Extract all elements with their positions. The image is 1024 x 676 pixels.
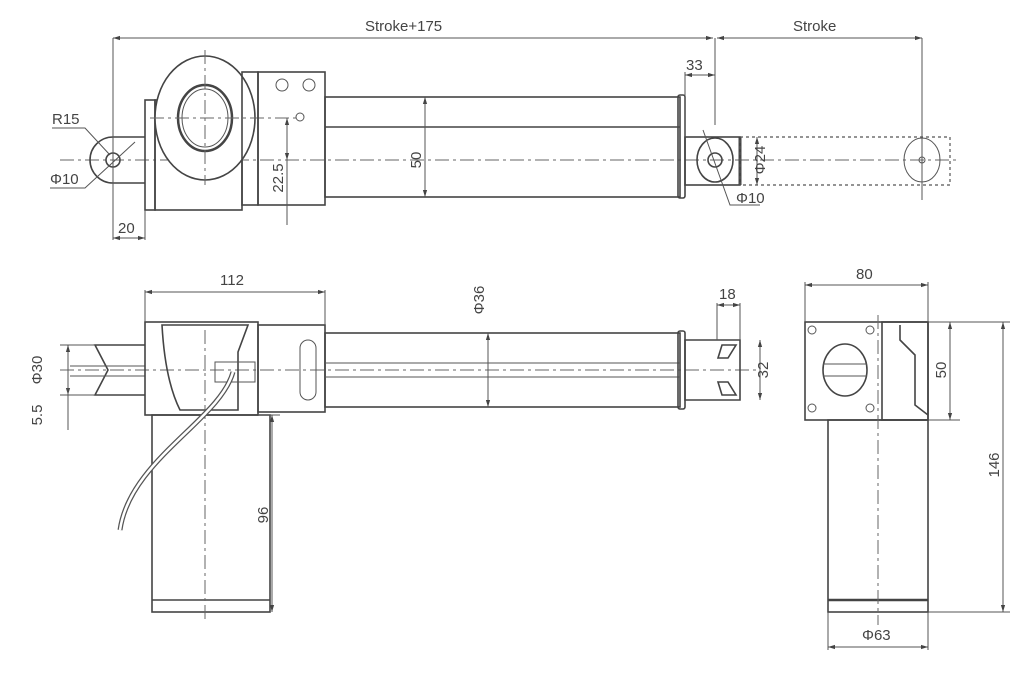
top-view: Stroke+175 Stroke 33 50 22.5 20 R15 Φ10 …	[50, 18, 960, 241]
dim-tube-dia: Φ36	[471, 286, 488, 315]
dim-rod-end-height: 32	[755, 362, 772, 379]
dim-gearbox-height: 50	[933, 362, 950, 379]
dim-end-width: 80	[856, 266, 873, 283]
dim-overall-length: Stroke+175	[365, 18, 442, 35]
dim-total-height: 146	[986, 452, 1003, 477]
dim-tube-height: 50	[408, 152, 425, 169]
motor-housing	[257, 71, 326, 206]
dim-rod-end-dia: Φ24	[752, 146, 769, 175]
dim-gearbox-length: 112	[220, 272, 244, 289]
dim-front-hole: Φ10	[736, 190, 765, 207]
dim-clevis-slot: 5.5	[29, 405, 46, 426]
dim-motor-length: 96	[255, 507, 272, 524]
extended-rod-phantom	[739, 38, 951, 200]
dim-clevis-dia: Φ30	[29, 356, 46, 385]
dim-clevis-radius: R15	[52, 111, 80, 128]
end-view: 80 50 146 Φ63	[804, 266, 1010, 650]
dim-rod-end-width: 18	[719, 286, 736, 303]
front-view: 112 Φ36 18 32 Φ30 5.5 96	[29, 272, 772, 620]
motor-housing-side	[257, 324, 326, 413]
rear-clevis-side	[93, 344, 145, 396]
rod-end-side	[684, 339, 741, 401]
flange-plate	[144, 99, 156, 211]
dim-rear-hole: Φ10	[50, 171, 79, 188]
motor-body	[151, 414, 271, 613]
dim-stroke: Stroke	[793, 18, 836, 35]
dim-motor-dia: Φ63	[862, 627, 891, 644]
rod-end	[684, 136, 742, 186]
dim-axis-height: 22.5	[270, 163, 287, 192]
outer-tube	[324, 96, 681, 198]
outer-tube-side	[324, 332, 681, 408]
dim-rear-offset: 20	[118, 220, 135, 237]
dim-rod-offset: 33	[686, 57, 703, 74]
